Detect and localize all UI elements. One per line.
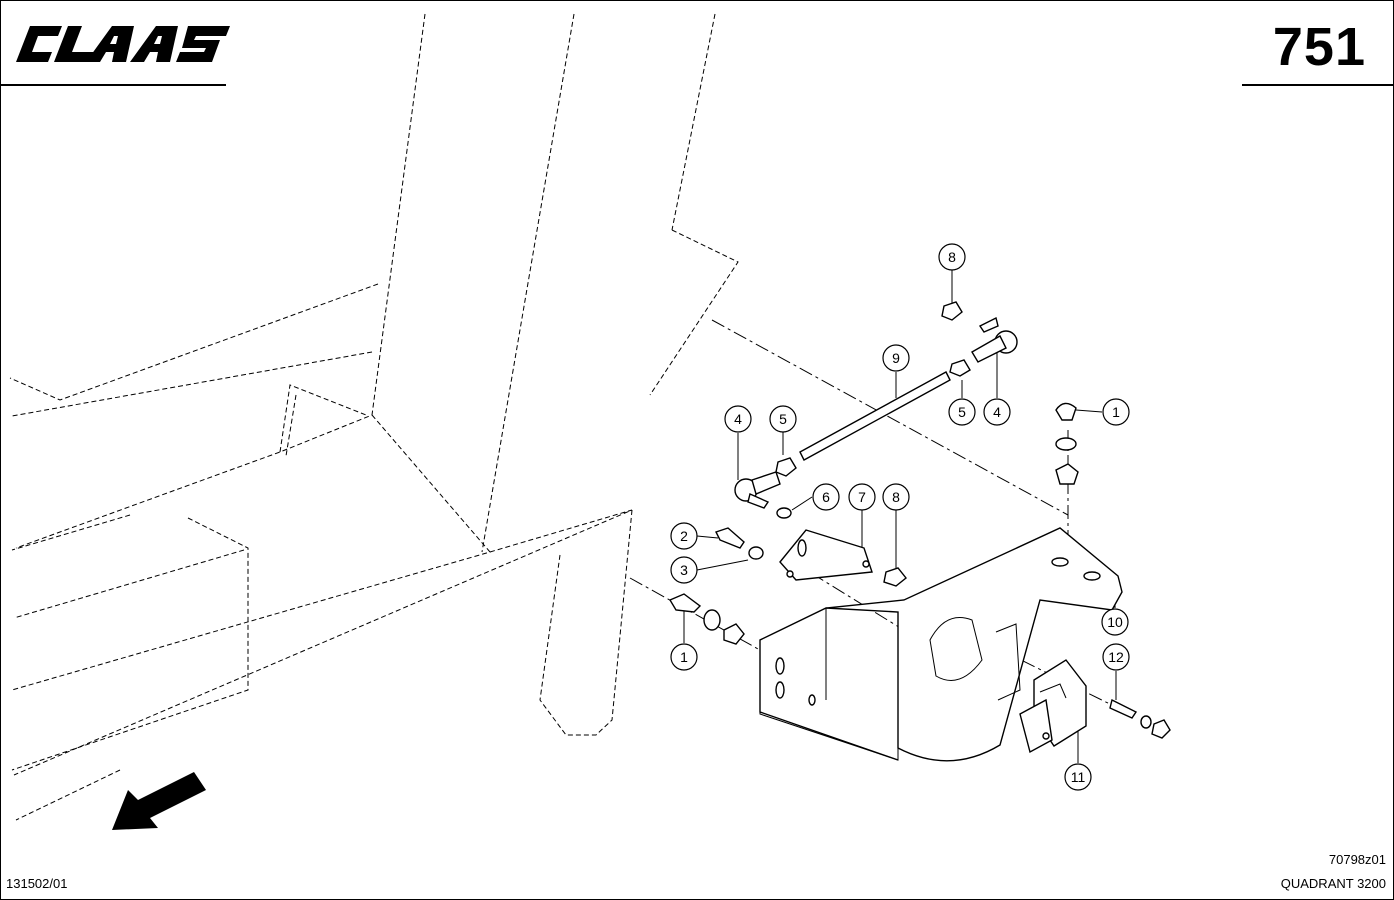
main-bracket [759,527,1123,762]
callout-label: 1 [1112,404,1120,420]
page-number: 751 [1272,17,1366,77]
callout-label: 8 [892,489,900,505]
callout-label: 7 [858,489,866,505]
callout-label: 4 [734,411,742,427]
ball-joint-upper [971,316,1018,363]
document-code: 131502/01 [6,876,68,891]
callout-4-right: 4 [983,398,1011,426]
callout-label: 1 [680,649,688,665]
callout-label: 3 [680,562,688,578]
ball-joint-lower [734,471,781,509]
callout-7: 7 [848,483,876,511]
model-name: QUADRANT 3200 [1280,876,1386,891]
callout-label: 10 [1107,614,1123,630]
callout-label: 12 [1108,649,1124,665]
callout-12: 12 [1102,643,1130,671]
claas-logo [16,26,230,62]
callout-label: 8 [948,249,956,265]
callout-8-top: 8 [938,243,966,271]
callout-6: 6 [812,483,840,511]
callout-label: 6 [822,489,830,505]
callout-5-left: 5 [769,405,797,433]
linkage-rod [799,371,951,461]
machine-frame-outline [9,13,739,821]
callout-11: 11 [1064,763,1092,791]
direction-arrow [112,772,206,830]
header-rule-left [0,84,226,86]
callout-2: 2 [670,522,698,550]
callout-label: 4 [993,404,1001,420]
callout-5-right: 5 [948,398,976,426]
drawing-code: 70798z01 [1328,852,1386,867]
callout-8-mid: 8 [882,483,910,511]
small-bracket [779,529,873,581]
header-rule-right [1242,84,1393,86]
callout-4-left: 4 [724,405,752,433]
callout-label: 2 [680,528,688,544]
callout-3: 3 [670,556,698,584]
callout-label: 9 [892,350,900,366]
callout-label: 5 [958,404,966,420]
callout-label: 5 [779,411,787,427]
hardware-parts [668,301,1171,739]
callout-label: 11 [1071,769,1086,785]
callout-10: 10 [1101,608,1129,636]
callout-1-top: 1 [1102,398,1130,426]
assembly-axis-lines [629,319,1127,713]
callout-9: 9 [882,344,910,372]
callout-1-bottom: 1 [670,643,698,671]
angle-sensor [1019,659,1087,754]
